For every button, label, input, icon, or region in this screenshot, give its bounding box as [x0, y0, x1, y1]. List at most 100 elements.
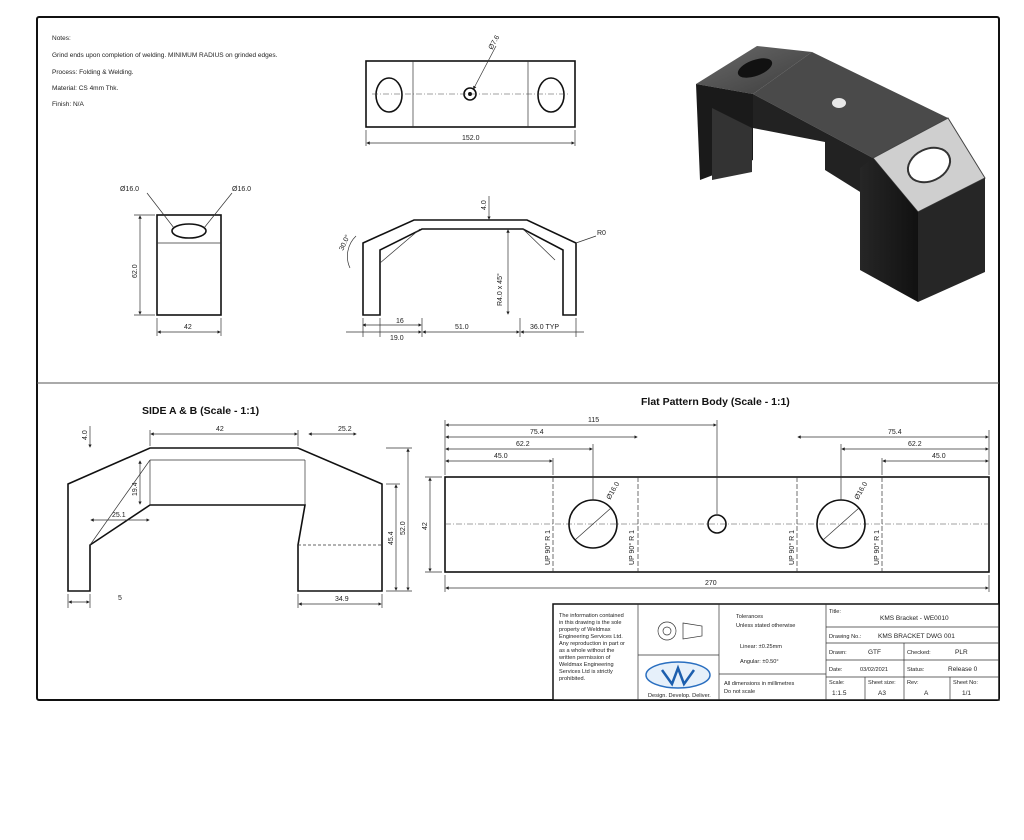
- disclaimer-line: Engineering Services Ltd.: [559, 634, 623, 640]
- field-label: Sheet No:: [953, 680, 978, 686]
- front-dim-label: 36.0 TYP: [530, 324, 559, 331]
- leader-line: [203, 192, 233, 229]
- leader-line: [473, 45, 497, 90]
- bend-label: UP 90° R 1: [788, 530, 796, 565]
- logo-tagline: Design. Develop. Deliver.: [648, 693, 711, 699]
- flat-pattern-view: Flat Pattern Body (Scale - 1:1) Ø16.0 Ø1…: [422, 396, 990, 592]
- side-ab-dim: 52.0: [400, 521, 407, 535]
- flat-dim: 62.2: [908, 441, 922, 448]
- flat-dim: 42: [422, 522, 429, 530]
- flat-pattern-title: Flat Pattern Body (Scale - 1:1): [641, 396, 790, 408]
- flat-dim: 45.0: [932, 453, 946, 460]
- side-ab-dim: 25.2: [338, 426, 352, 433]
- disclaimer-line: as a whole without the: [559, 648, 614, 654]
- checked-value: PLR: [955, 649, 968, 656]
- side-ab-dim: 45.4: [388, 531, 395, 545]
- side-ab-dim: 4.0: [82, 430, 89, 440]
- note-line: Grind ends upon completion of welding. M…: [52, 52, 278, 59]
- side-hole: [171, 223, 207, 239]
- iso-right-face: [918, 178, 985, 302]
- top-view-outline: [365, 60, 576, 128]
- drawn-value: GTF: [868, 649, 881, 656]
- isometric-view: [696, 46, 986, 302]
- tolerance-note: All dimensions in millimetres: [724, 681, 794, 687]
- hole-cross: [822, 507, 860, 541]
- side-view: Ø16.0 Ø16.0 62.0 42: [120, 186, 251, 336]
- field-label: Title:: [829, 609, 841, 615]
- flat-dim: 270: [705, 580, 717, 587]
- disclaimer-line: Any reproduction in part or: [559, 641, 625, 647]
- disclaimer-line: in this drawing is the sole: [559, 620, 622, 626]
- title-block-frame: [552, 603, 1000, 701]
- overall-length-label: 152.0: [462, 135, 480, 142]
- leader-line: [575, 235, 597, 244]
- company-logo-icon: Design. Develop. Deliver.: [645, 661, 711, 699]
- projection-symbol-icon: [657, 621, 703, 641]
- disclaimer-line: The information contained: [559, 613, 624, 619]
- note-line: Process: Folding & Welding.: [52, 69, 134, 76]
- inner-edge: [522, 228, 556, 261]
- flat-center-hole: [707, 514, 727, 534]
- side-view-outline: [156, 214, 222, 316]
- disclaimer-line: property of Weldmax: [559, 627, 611, 633]
- sheet-size-value: A3: [878, 690, 886, 697]
- side-ab-dim: 19.4: [132, 482, 139, 496]
- disclaimer-line: prohibited.: [559, 676, 586, 682]
- side-ab-dim: 42: [216, 426, 224, 433]
- field-label: Checked:: [907, 650, 931, 656]
- front-dim-label: 19.0: [390, 335, 404, 342]
- hole-right: [537, 77, 565, 113]
- status-value: Release 0: [948, 666, 978, 673]
- side-ab-dim: 5: [118, 595, 122, 602]
- center-hole-mark: [468, 92, 472, 96]
- date-value: 03/02/2021: [860, 667, 888, 673]
- flat-dim: 62.2: [516, 441, 530, 448]
- note-line: Material: CS 4mm Thk.: [52, 85, 119, 92]
- field-label: Scale:: [829, 680, 845, 686]
- iso-center-hole: [832, 98, 846, 108]
- revision-value: A: [924, 690, 929, 697]
- iso-hole-left: [737, 58, 773, 78]
- sheet-number-value: 1/1: [962, 690, 971, 697]
- side-ab-dim: 34.9: [335, 596, 349, 603]
- field-label: Drawn:: [829, 650, 847, 656]
- height-label: 62.0: [132, 264, 139, 278]
- iso-hole-right: [906, 146, 952, 184]
- iso-right-leg: [860, 158, 918, 302]
- drawing-title-value: KMS Bracket - WE0010: [880, 615, 949, 622]
- sheet-border: [36, 16, 1000, 701]
- front-dim-label: 51.0: [455, 324, 469, 331]
- note-line: Finish: N/A: [52, 101, 84, 108]
- callout-left: Ø16.0: [120, 186, 139, 193]
- width-label: 42: [184, 324, 192, 331]
- field-label: Drawing No.:: [829, 634, 862, 640]
- front-dim-label: 16: [396, 318, 404, 325]
- side-ab-title: SIDE A & B (Scale - 1:1): [142, 405, 259, 417]
- tolerance-linear: Linear: ±0.25mm: [740, 644, 782, 650]
- hole-cross: [574, 507, 612, 541]
- radius-label: R0: [597, 230, 606, 237]
- bend-label: UP 90° R 1: [544, 530, 552, 565]
- disclaimer-line: Weldmax Engineering: [559, 662, 614, 668]
- notes-title: Notes:: [52, 35, 71, 42]
- notes-block: Notes: Grind ends upon completion of wel…: [52, 35, 278, 108]
- thickness-label: 4.0: [481, 200, 488, 210]
- iso-inner-leg: [712, 108, 752, 180]
- field-label: Rev:: [907, 680, 919, 686]
- side-ab-view: SIDE A & B (Scale - 1:1) 4.0 42 25.2 19.…: [67, 405, 412, 608]
- flat-dim: 75.4: [888, 429, 902, 436]
- disclaimer-line: Services Ltd is strictly: [559, 669, 613, 675]
- disclaimer-line: written permission of: [558, 655, 611, 661]
- flat-dim: 45.0: [494, 453, 508, 460]
- title-block: The information contained in this drawin…: [552, 603, 1000, 701]
- field-label: Date:: [829, 667, 843, 673]
- front-view-outline: [362, 219, 577, 316]
- iso-top-face: [753, 52, 948, 158]
- bend-note-label: R4.0 x 45°: [496, 273, 504, 306]
- tolerance-heading: Tolerances: [736, 614, 763, 620]
- bend-label: UP 90° R 1: [873, 530, 881, 565]
- leader-line: [146, 192, 175, 229]
- angle-arc: [347, 235, 357, 269]
- field-label: Status:: [907, 667, 925, 673]
